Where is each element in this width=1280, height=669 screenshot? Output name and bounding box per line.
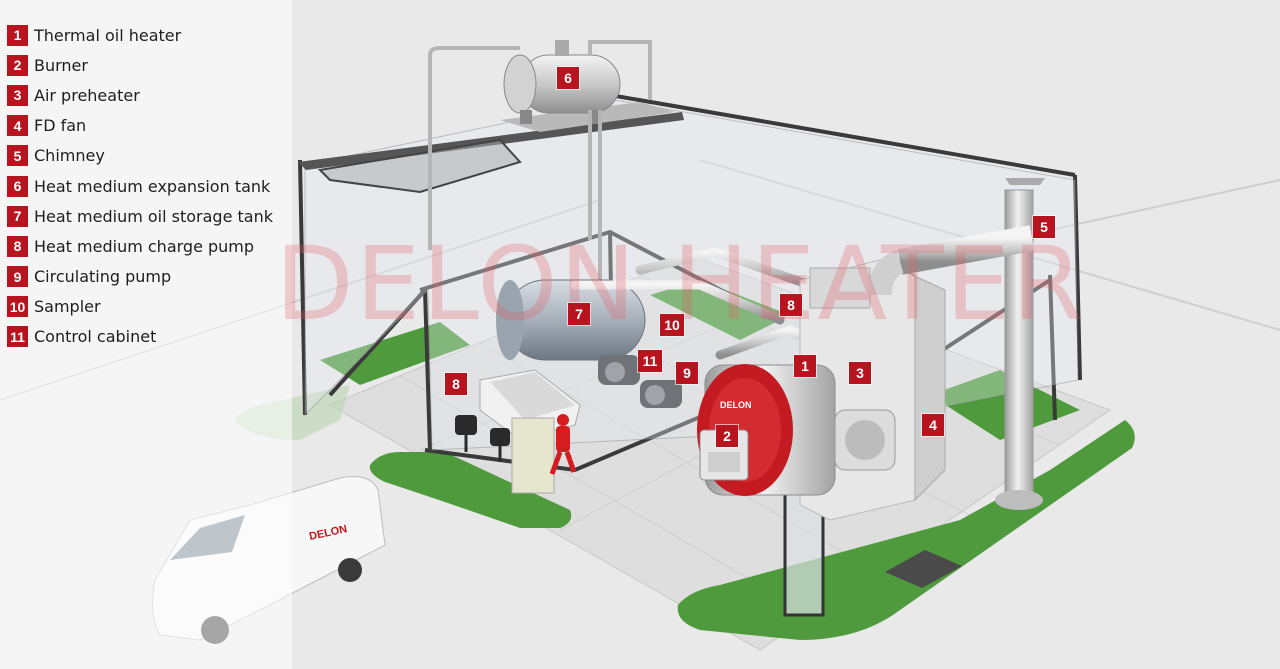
legend-number-badge: 4 xyxy=(7,115,28,137)
fd-fan xyxy=(834,409,896,471)
callout-air-preheater: 3 xyxy=(849,362,871,384)
legend-number-badge: 9 xyxy=(7,266,28,288)
legend-label: Heat medium charge pump xyxy=(34,236,255,256)
drain-grate xyxy=(885,550,962,588)
legend-label: Circulating pump xyxy=(34,267,172,287)
legend-label: Thermal oil heater xyxy=(34,25,182,45)
callout-control-cabinet: 11 xyxy=(638,350,662,372)
legend-number-badge: 11 xyxy=(7,326,28,348)
callout-storage-tank: 7 xyxy=(568,303,590,325)
legend: 1 Thermal oil heater 2 Burner 3 Air preheat… xyxy=(7,20,273,352)
legend-item: 6 Heat medium expansion tank xyxy=(7,171,273,201)
chimney xyxy=(868,178,1045,510)
callout-expansion-tank: 6 xyxy=(557,67,579,89)
legend-number-badge: 5 xyxy=(7,145,28,167)
legend-label: FD fan xyxy=(34,116,87,136)
legend-number-badge: 8 xyxy=(7,235,28,257)
expansion-piping xyxy=(428,40,652,280)
legend-label: Heat medium expansion tank xyxy=(34,176,271,196)
legend-item: 2 Burner xyxy=(7,50,273,80)
callout-chimney: 5 xyxy=(1033,216,1055,238)
legend-item: 11 Control cabinet xyxy=(7,322,273,352)
legend-label: Air preheater xyxy=(34,85,140,105)
legend-number-badge: 6 xyxy=(7,175,28,197)
heater-brand-text: DELON xyxy=(720,400,752,410)
legend-label: Control cabinet xyxy=(34,327,157,347)
office-chairs xyxy=(455,415,510,462)
callout-fd-fan: 4 xyxy=(922,414,944,436)
legend-item: 5 Chimney xyxy=(7,141,273,171)
legend-item: 1 Thermal oil heater xyxy=(7,20,273,50)
legend-item: 4 FD fan xyxy=(7,111,273,141)
legend-panel: 1 Thermal oil heater 2 Burner 3 Air preheat… xyxy=(0,0,292,669)
deck-plate xyxy=(500,102,675,132)
legend-label: Chimney xyxy=(34,146,105,166)
legend-item: 8 Heat medium charge pump xyxy=(7,231,273,261)
legend-number-badge: 10 xyxy=(7,296,28,318)
callout-burner: 2 xyxy=(716,425,738,447)
legend-number-badge: 2 xyxy=(7,54,28,76)
legend-number-badge: 1 xyxy=(7,24,28,46)
callout-charge-pump: 8 xyxy=(780,294,802,316)
callout-circulating-pump: 9 xyxy=(676,362,698,384)
legend-label: Sampler xyxy=(34,297,101,317)
legend-item: 3 Air preheater xyxy=(7,80,273,110)
legend-number-badge: 3 xyxy=(7,84,28,106)
legend-item: 7 Heat medium oil storage tank xyxy=(7,201,273,231)
legend-item: 10 Sampler xyxy=(7,292,273,322)
callout-sampler: 10 xyxy=(660,314,684,336)
legend-number-badge: 7 xyxy=(7,205,28,227)
legend-label: Burner xyxy=(34,55,88,75)
callout-charge-pump-secondary: 8 xyxy=(445,373,467,395)
worker xyxy=(549,414,577,475)
pump-units xyxy=(598,355,682,408)
top-deck xyxy=(317,138,522,194)
control-console xyxy=(479,369,581,494)
legend-item: 9 Circulating pump xyxy=(7,262,273,292)
callout-thermal-oil-heater: 1 xyxy=(794,355,816,377)
legend-label: Heat medium oil storage tank xyxy=(34,206,273,226)
